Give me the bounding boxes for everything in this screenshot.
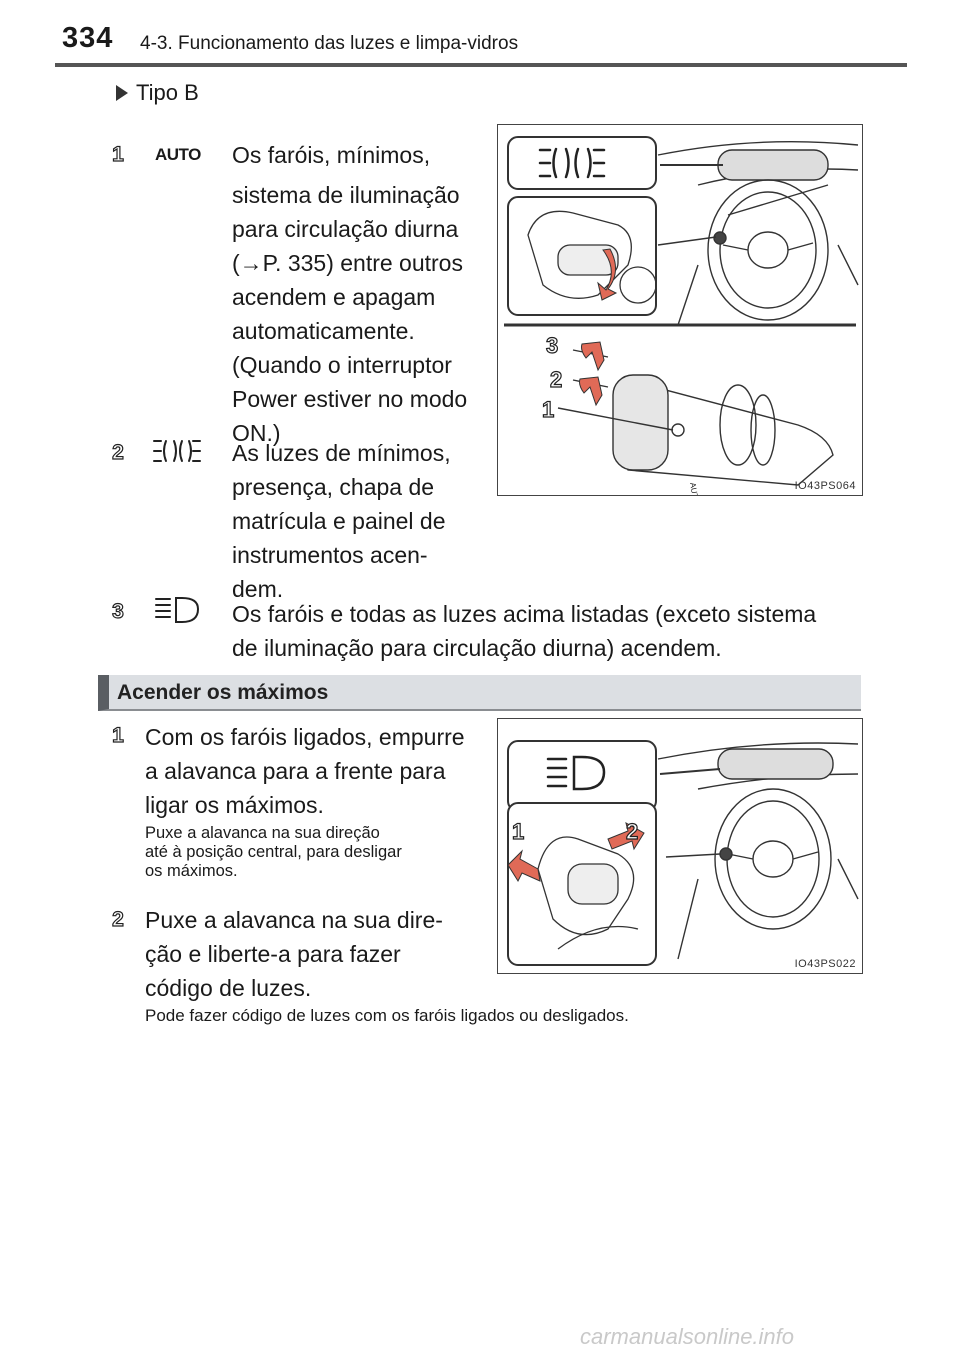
text-line: ligar os máximos. [145,792,324,818]
item-number-badge: 1 [112,723,125,747]
triangle-bullet-icon [116,85,128,101]
item-number-badge: 2 [112,907,125,931]
text-line: (Quando o interruptor [232,352,452,378]
text-line: matrícula e painel de [232,508,446,534]
callout-number-3: 3 [546,333,558,358]
lever-switch-illustration: AUTO 3 2 1 [504,136,859,505]
text-line: Power estiver no modo [232,386,468,412]
section-header-title: 4-3. Funcionamento das luzes e limpa-vid… [140,33,519,54]
callout-number-1: 1 [512,819,524,844]
text-line: de iluminação para circulação diurna) ac… [232,635,722,661]
text-line: acendem e apagam [232,284,436,310]
high-beam-item-1-note: Puxe a alavanca na sua direção até à pos… [145,824,476,881]
lever-switch-figure: AUTO 3 2 1 IO43PS064 [497,124,863,505]
parking-lights-icon [538,147,606,179]
item-number-badge: 1 [112,142,125,166]
text-line: ção e liberte-a para fazer [145,941,401,967]
text-line: Os faróis, mínimos, [232,142,431,168]
figure-code: IO43PS022 [794,958,856,970]
tipo-label: Tipo B [136,80,199,105]
callout-number-2: 2 [626,819,638,844]
item-1-text: Os faróis, mínimos, sistema de iluminaçã… [232,138,476,450]
parking-lights-icon [153,440,201,462]
text-line: os máximos. [145,862,238,880]
tipo-heading: Tipo B [116,80,199,106]
section-heading-bar: Acender os máximos [98,675,861,711]
high-beam-illustration: 1 2 [507,740,859,966]
item-number-badge: 3 [112,599,125,623]
text-line: sistema de iluminação [232,182,460,208]
auto-symbol: AUTO [155,145,201,164]
text-line: Com os faróis ligados, empurre [145,724,465,750]
callout-number-1: 1 [542,397,554,422]
high-beam-figure: 1 2 IO43PS022 [497,718,863,974]
headlight-icon [155,597,200,623]
text-line: Puxe a alavanca na sua direção [145,824,380,842]
item-number-badge: 2 [112,440,125,464]
page-number: 334 [62,22,114,54]
text-line: ON.) [232,420,281,446]
watermark: carmanualsonline.info [580,1324,795,1349]
text-line: dem. [232,576,284,602]
text-line: Puxe a alavanca na sua dire- [145,907,443,933]
text-line: Os faróis e todas as luzes acima listada… [232,601,817,627]
text-line: As luzes de mínimos, [232,440,451,466]
section-title: Acender os máximos [117,681,329,704]
high-beam-item-1-text: Com os faróis ligados, empurre a alavanc… [145,720,476,822]
item-2-text: As luzes de mínimos, presença, chapa de … [232,436,476,606]
high-beam-item-2-text: Puxe a alavanca na sua dire- ção e liber… [145,903,476,1005]
text-line: instrumentos acen- [232,542,428,568]
headlight-icon [546,755,606,791]
text-line: a alavanca para a frente para [145,758,446,784]
high-beam-item-2-note: Pode fazer código de luzes com os faróis… [145,1006,629,1025]
text-line: para circulação diurna [232,216,459,242]
figure-code: IO43PS064 [794,480,856,492]
callout-number-2: 2 [550,367,562,392]
text-line: código de luzes. [145,975,312,1001]
auto-switch-label: AUTO [688,482,701,495]
text-line: automaticamente. [232,318,415,344]
text-line: presença, chapa de [232,474,435,500]
item-3-text: Os faróis e todas as luzes acima listada… [232,597,856,665]
text-line: até à posição central, para desligar [145,843,402,861]
text-line: (→P. 335) entre outros [232,250,463,276]
header-divider [55,63,907,67]
